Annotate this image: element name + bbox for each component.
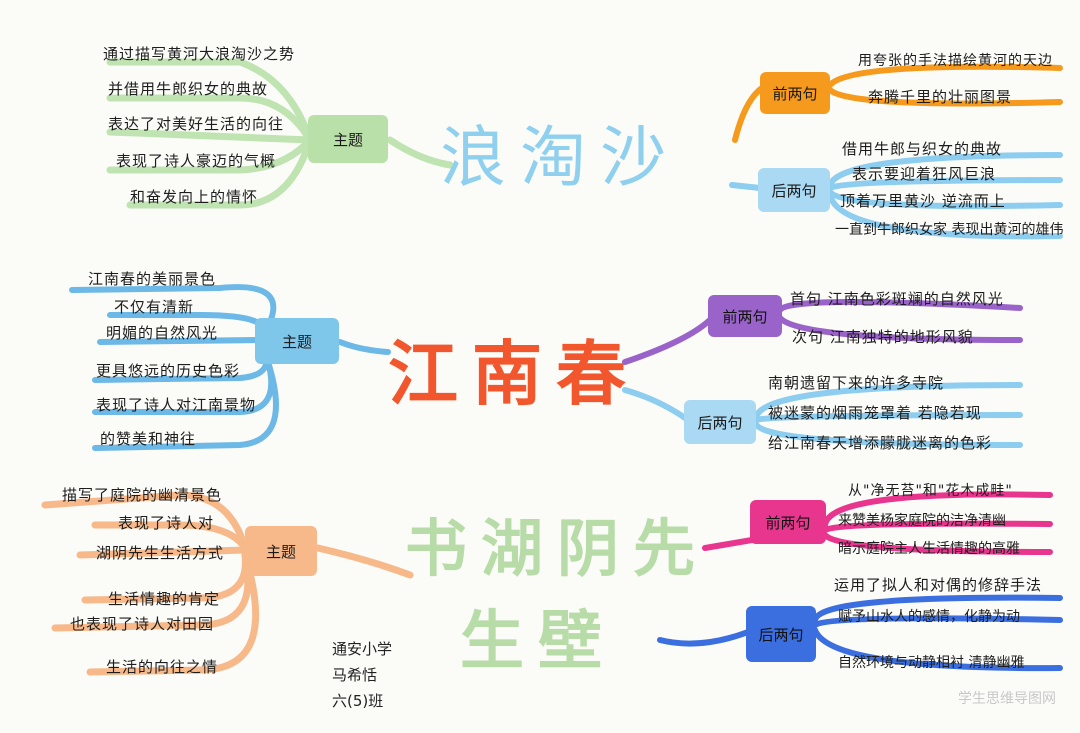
map2-front-node: 前两句: [708, 295, 782, 337]
map3-front-item: 来赞美杨家庭院的洁净清幽: [838, 513, 1006, 529]
map1-front-item: 奔腾千里的壮丽图景: [868, 88, 1013, 106]
map1-theme-node: 主题: [308, 115, 388, 163]
map1-theme-item: 并借用牛郎织女的典故: [108, 80, 269, 98]
map2-back-node: 后两句: [684, 400, 756, 444]
map2-theme-item: 不仅有清新: [114, 298, 195, 316]
map1-front-item: 用夸张的手法描绘黄河的天边: [858, 53, 1053, 69]
map3-back-item: 运用了拟人和对偶的修辞手法: [834, 576, 1043, 594]
map1-back-node: 后两句: [758, 168, 830, 212]
map3-back-item: 自然环境与动静相衬 清静幽雅: [838, 655, 1025, 671]
map3-front-item: 暗示庭院主人生活情趣的高雅: [838, 541, 1020, 557]
map1-back-item: 顶着万里黄沙 逆流而上: [840, 192, 1006, 210]
map2-theme-node: 主题: [255, 318, 339, 364]
map2-front-item: 首句 江南色彩斑斓的自然风光: [790, 290, 1004, 308]
map1-theme-item: 表达了对美好生活的向往: [108, 115, 285, 133]
map2-theme-item: 的赞美和神往: [100, 430, 197, 448]
map3-front-node: 前两句: [750, 500, 826, 544]
map2-theme-item: 表现了诗人对江南景物: [96, 396, 257, 414]
map1-back-item: 借用牛郎与织女的典故: [842, 140, 1003, 158]
signature-name: 马希恬: [332, 666, 378, 684]
map3-theme-item: 表现了诗人对: [118, 514, 215, 532]
map3-theme-node: 主题: [245, 526, 317, 576]
signature: 通安小学 马希恬 六(5)班: [332, 636, 392, 714]
map1-front-node: 前两句: [760, 72, 830, 114]
map1-back-item: 一直到牛郎织女家 表现出黄河的雄伟: [835, 222, 1064, 238]
map3-title-line2: 生壁: [460, 605, 616, 679]
map2-theme-item: 更具悠远的历史色彩: [96, 362, 241, 380]
map3-back-item: 赋予山水人的感情，化静为动: [838, 609, 1020, 625]
map1-theme-item: 和奋发向上的情怀: [130, 188, 259, 206]
map2-theme-item: 江南春的美丽景色: [88, 270, 217, 288]
map3-theme-item: 生活情趣的肯定: [108, 590, 221, 608]
map2-back-item: 被迷蒙的烟雨笼罩着 若隐若现: [768, 404, 982, 422]
map3-theme-item: 生活的向往之情: [106, 658, 219, 676]
map1-title: 浪淘沙: [440, 119, 680, 196]
map1-theme-item: 通过描写黄河大浪淘沙之势: [103, 45, 296, 63]
map2-front-item: 次句 江南独特的地形风貌: [792, 328, 974, 346]
map3-back-node: 后两句: [746, 606, 816, 662]
map2-title: 江南春: [388, 333, 640, 415]
map1-back-item: 表示要迎着狂风巨浪: [852, 165, 997, 183]
map2-back-item: 南朝遗留下来的许多寺院: [768, 374, 945, 392]
watermark: 学生思维导图网: [958, 691, 1056, 707]
map3-theme-item: 也表现了诗人对田园: [70, 615, 215, 633]
map1-theme-item: 表现了诗人豪迈的气概: [116, 152, 277, 170]
map3-title-line1: 书湖阴先: [405, 512, 710, 585]
map3-theme-item: 湖阴先生生活方式: [96, 544, 225, 562]
signature-school: 通安小学: [332, 640, 393, 658]
signature-class: 六(5)班: [332, 692, 384, 710]
map2-theme-item: 明媚的自然风光: [106, 324, 219, 342]
map2-back-item: 给江南春天增添朦胧迷离的色彩: [768, 434, 993, 452]
map3-theme-item: 描写了庭院的幽清景色: [62, 486, 223, 504]
map3-front-item: 从"净无苔"和"花木成畦": [848, 483, 1013, 499]
